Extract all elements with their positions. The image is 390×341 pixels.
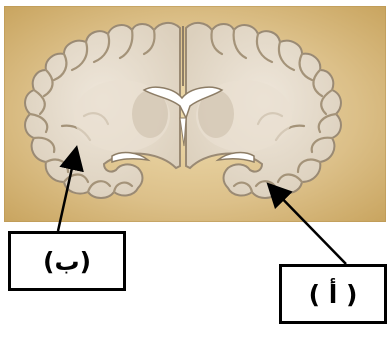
arrow-a (270, 186, 346, 264)
label-a-box: ( أ ) (279, 264, 387, 324)
label-b-text: (ب) (43, 247, 91, 276)
label-b-box: (ب) (8, 231, 126, 291)
label-a-text: ( أ ) (309, 280, 358, 309)
arrow-b (58, 150, 76, 231)
